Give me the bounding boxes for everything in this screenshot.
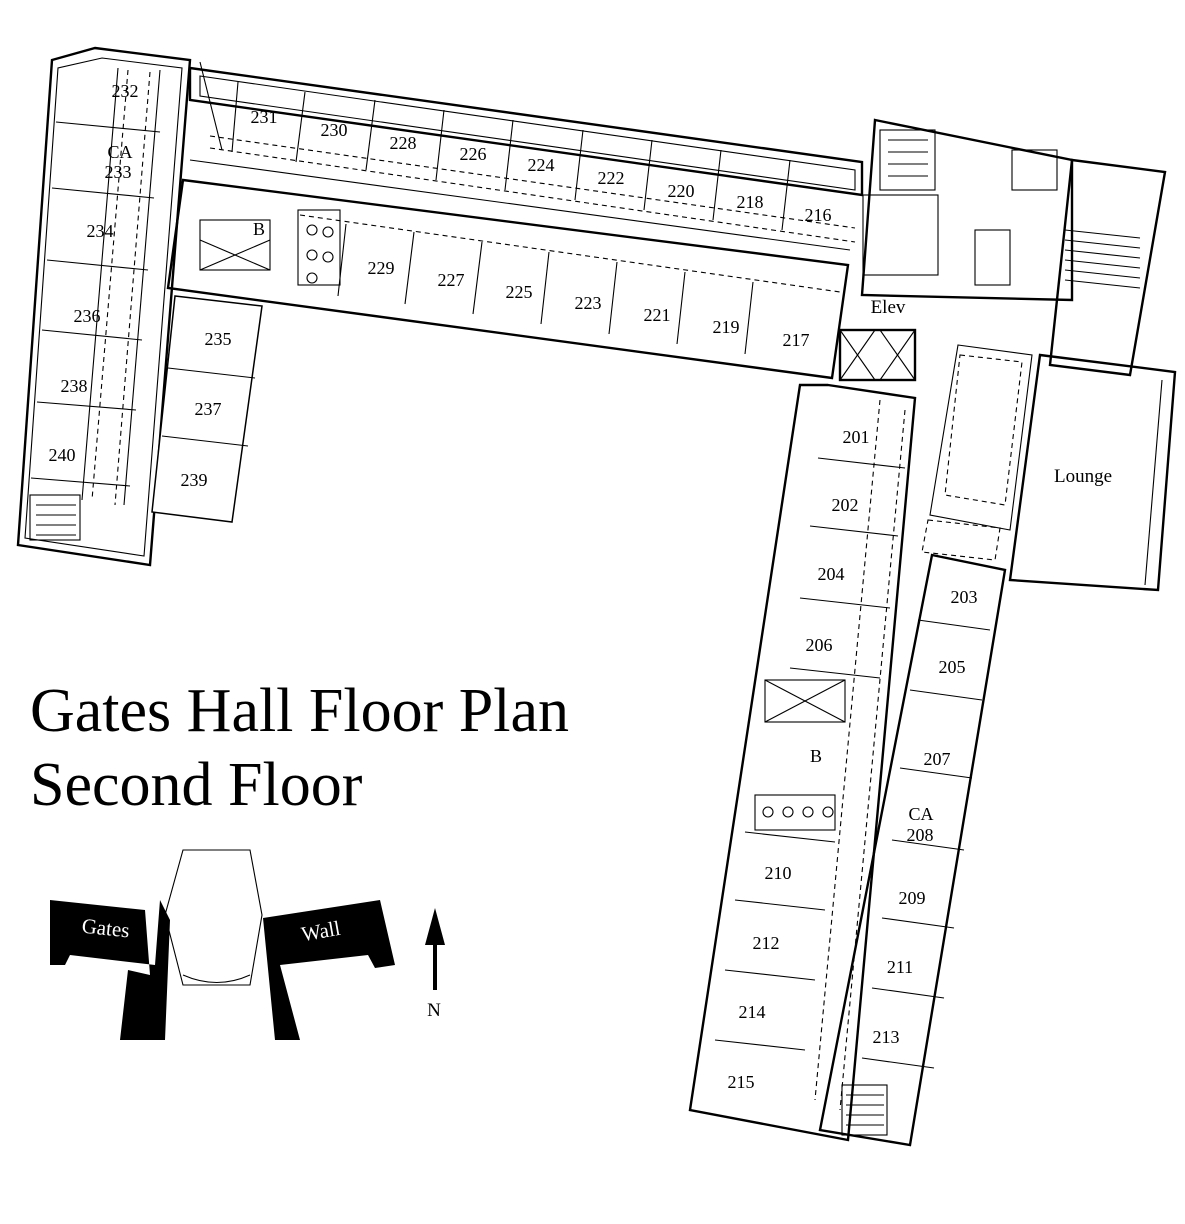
room-label: 235 [205,329,232,349]
room-label: 223 [575,293,602,313]
bathroom-label: B [810,746,822,766]
room-label: 213 [873,1027,900,1047]
bathroom-label: B [253,219,265,239]
room-label: 236 [74,306,101,326]
room-label: 217 [783,330,810,350]
room-label: 238 [61,376,88,396]
key-map: Gates Wall N [50,849,445,1040]
room-label: 211 [887,957,913,977]
room-label: 230 [321,120,348,140]
east-core [838,118,1177,592]
room-label: 202 [832,495,859,515]
room-label: 239 [181,470,208,490]
room-label: 209 [899,888,926,908]
room-label: 224 [528,155,555,175]
room-label: CA [107,142,132,162]
room-label: 212 [753,933,780,953]
room-label: 220 [668,181,695,201]
room-label: 222 [598,168,625,188]
room-label: 221 [644,305,671,325]
room-label: 219 [713,317,740,337]
room-label: 226 [460,144,487,164]
east-wing [688,383,1007,1147]
page-subtitle: Second Floor [30,751,363,819]
room-label: 203 [951,587,978,607]
north-label: N [427,1000,441,1021]
room-label: 218 [737,192,764,212]
north-wing [166,61,864,380]
room-label: CA [908,804,933,824]
north-arrow-head [425,908,445,945]
room-label: 214 [739,1002,766,1022]
room-label: 234 [87,221,114,241]
gates-wing-shape [50,900,170,1040]
room-labels: 231 230 228 226 224 222 220 218 216 229 … [49,81,1113,1092]
room-label: 215 [728,1072,755,1092]
west-wing [16,46,263,567]
room-label: 208 [907,825,934,845]
room-label: 240 [49,445,76,465]
room-label: 206 [806,635,833,655]
elevator-label: Elev [871,297,906,318]
gates-label: Gates [81,914,131,943]
room-label: 232 [112,81,139,101]
room-label: 201 [843,427,870,447]
lounge-label: Lounge [1054,466,1112,487]
room-label: 205 [939,657,966,677]
room-label: 207 [924,749,951,769]
room-label: 204 [818,564,845,584]
room-label: 225 [506,282,533,302]
room-label: 227 [438,270,465,290]
room-label: 229 [368,258,395,278]
page-title: Gates Hall Floor Plan [30,677,569,745]
room-label: 216 [805,205,832,225]
room-label: 233 [105,162,132,182]
room-label: 210 [765,863,792,883]
room-label: 231 [251,107,278,127]
room-label: 228 [390,133,417,153]
room-label: 237 [195,399,222,419]
